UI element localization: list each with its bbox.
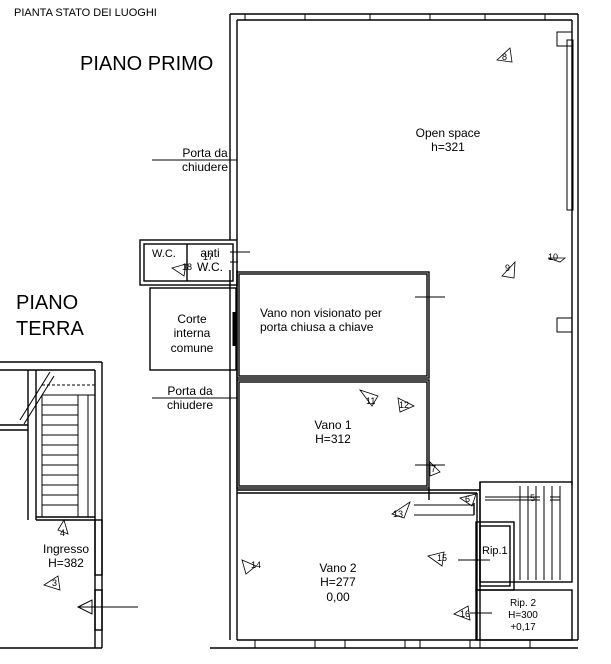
plan-header: PIANTA STATO DEI LUOGHI: [14, 7, 157, 19]
room-ingresso: Ingresso H=382: [38, 542, 94, 571]
view-marker: 6: [465, 494, 471, 504]
room-label: Ingresso: [42, 542, 90, 556]
room-level: 0,00: [326, 589, 350, 604]
room-height: H=300: [508, 610, 538, 621]
view-marker: 3: [52, 578, 58, 588]
entrance-arrow-shape: [76, 599, 138, 615]
view-marker: 15: [437, 553, 448, 563]
view-marker: 10: [548, 252, 559, 262]
room-height: H=312: [315, 432, 351, 447]
windows-top: [244, 13, 574, 649]
room-label: interna: [173, 326, 211, 341]
room-vano-non-visionato: Vano non visionato per porta chiusa a ch…: [260, 306, 382, 335]
note-line: chiudere: [166, 398, 214, 413]
floor-title-first: PIANO PRIMO: [80, 53, 214, 75]
room-label: Open space: [415, 126, 481, 140]
note-line: Porta da: [167, 384, 213, 398]
stairs-right: [519, 486, 561, 580]
room-rip-1: Rip.1: [482, 545, 508, 557]
room-corte: Corte interna comune: [150, 312, 234, 355]
room-height: H=382: [48, 556, 84, 571]
room-label: Rip. 2: [509, 598, 537, 609]
room-level: +0,17: [510, 622, 536, 633]
room-label: porta chiusa a chiave: [260, 320, 374, 335]
ground-floor-walls: [0, 361, 103, 649]
interior-walls: [139, 239, 573, 641]
view-marker: 5: [530, 493, 536, 503]
view-marker: 7: [431, 464, 437, 474]
view-marker: 12: [399, 400, 410, 410]
room-vano-1: Vano 1 H=312: [298, 418, 368, 447]
note-line: chiudere: [181, 160, 229, 175]
view-marker: 16: [460, 609, 471, 619]
view-marker: 8: [502, 52, 508, 62]
room-label: anti: [200, 246, 220, 260]
room-height: H=277: [320, 575, 356, 590]
room-rip-2: Rip. 2 H=300 +0,17: [500, 598, 546, 634]
floor-title-ground-line1: PIANO: [16, 292, 79, 314]
room-label: Vano 2: [319, 561, 357, 575]
view-marker: 13: [393, 509, 404, 519]
view-marker: 9: [505, 263, 511, 273]
view-marker: 14: [251, 560, 262, 570]
room-vano-2: Vano 2 H=277 0,00: [303, 561, 373, 604]
room-label: Corte: [177, 312, 207, 326]
room-wc: W.C.: [152, 248, 176, 260]
view-marker: 4: [60, 528, 66, 538]
note-line: Porta da: [182, 146, 228, 160]
note-porta-mid: Porta da chiudere: [150, 384, 230, 413]
view-marker-shapes: [43, 47, 567, 621]
room-anti-wc: anti W.C.: [192, 246, 228, 275]
room-label: W.C.: [197, 260, 223, 275]
ground-floor-stairs: [19, 371, 95, 517]
room-label: Vano 1: [314, 418, 352, 432]
note-porta-top: Porta da chiudere: [165, 146, 245, 175]
room-height: h=321: [431, 140, 465, 155]
view-marker: 18: [182, 262, 193, 272]
room-label: Vano non visionato per: [260, 306, 382, 320]
floor-title-ground-line2: TERRA: [16, 318, 84, 340]
annotation-lines: [152, 159, 560, 614]
view-marker: 11: [366, 396, 376, 406]
room-open-space: Open space h=321: [398, 126, 498, 155]
room-label: comune: [170, 340, 214, 355]
view-marker: 17: [203, 252, 214, 262]
